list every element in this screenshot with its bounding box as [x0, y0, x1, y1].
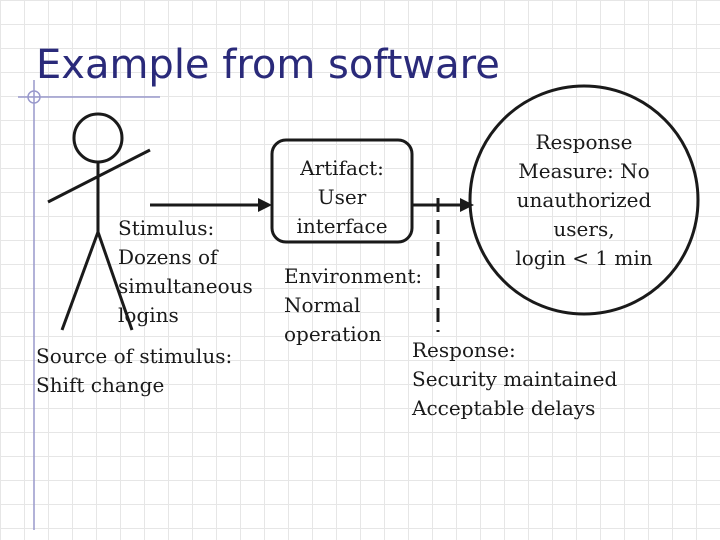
corner-circle [27, 90, 41, 104]
figure-head [72, 112, 124, 164]
response-measure-line-1: Response [535, 130, 633, 154]
artifact-label: Artifact: User interface [272, 154, 412, 241]
artifact-line-1: Artifact: [300, 156, 384, 180]
artifact-line-2: User [317, 185, 367, 209]
response-measure-line-5: login < 1 min [515, 246, 653, 270]
page-title: Example from software [36, 42, 500, 88]
source-label: Source of stimulus: Shift change [36, 342, 232, 400]
response-measure-line-3: unauthorized [516, 188, 652, 212]
stick-figure [47, 112, 151, 331]
figure-arms [47, 148, 151, 204]
figure-left-leg [60, 231, 100, 331]
environment-label: Environment: Normal operation [284, 262, 422, 349]
source-heading: Source of stimulus: [36, 344, 233, 368]
response-arrow [412, 198, 474, 212]
stimulus-arrow [150, 198, 272, 212]
artifact-line-3: interface [296, 214, 388, 238]
artifact-box [270, 138, 414, 244]
source-value: Shift change [36, 373, 165, 397]
response-measure-circle [468, 84, 700, 316]
response-measure-line-2: Measure: No [518, 159, 650, 183]
stimulus-line-3: simultaneous [118, 274, 253, 298]
environment-line-2: Normal [284, 293, 361, 317]
response-line-1: Response: [412, 338, 516, 362]
stimulus-line-1: Stimulus: [118, 216, 215, 240]
response-measure-label: Response Measure: No unauthorized users,… [494, 128, 674, 273]
response-measure-line-4: users, [553, 217, 615, 241]
stimulus-line-2: Dozens of [118, 245, 218, 269]
response-label: Response: Security maintained Acceptable… [412, 336, 617, 423]
stimulus-label: Stimulus: Dozens of simultaneous logins [118, 214, 253, 330]
response-line-2: Security maintained [412, 367, 618, 391]
figure-right-leg [96, 231, 134, 331]
environment-line-1: Environment: [284, 264, 423, 288]
environment-line-3: operation [284, 322, 382, 346]
stimulus-line-4: logins [118, 303, 179, 327]
response-line-3: Acceptable delays [412, 396, 596, 420]
